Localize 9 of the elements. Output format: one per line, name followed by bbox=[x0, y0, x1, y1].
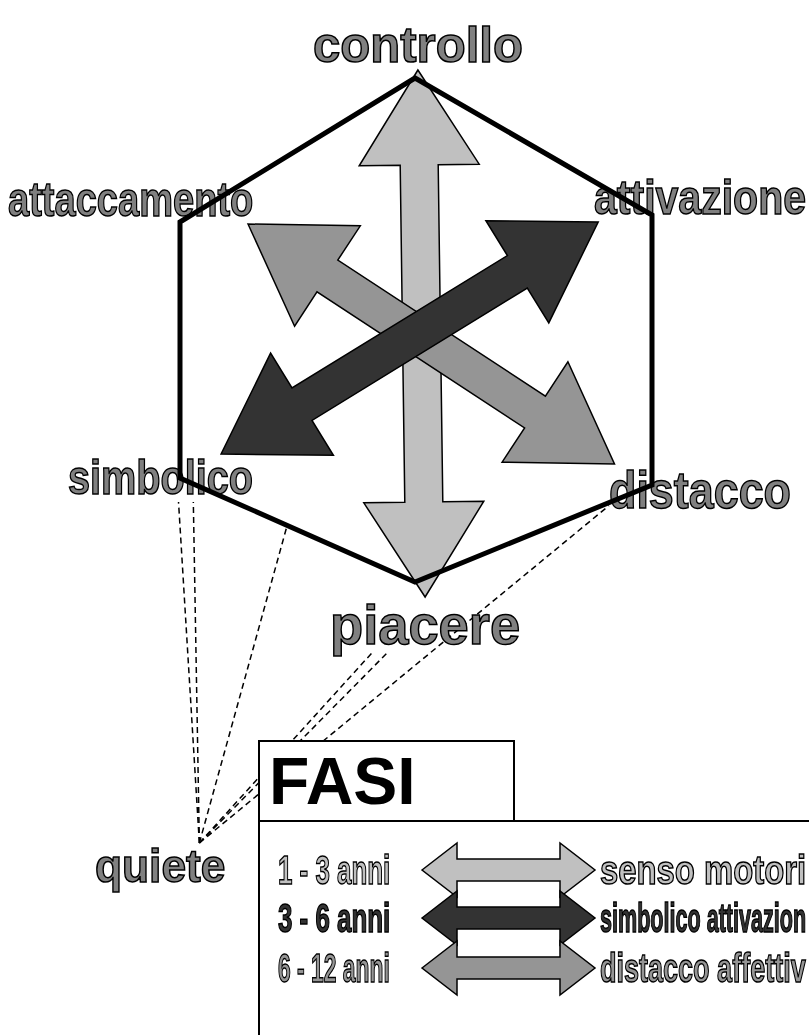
concept-label: controllo bbox=[313, 20, 523, 70]
table-title: FASI bbox=[269, 748, 416, 814]
age-range-label: 6 - 12 anni bbox=[278, 948, 390, 988]
phase-label: simbolico attivazion bbox=[600, 898, 807, 938]
dashed-leader-line bbox=[177, 501, 201, 844]
phase-label: senso motori bbox=[600, 850, 807, 890]
age-range-label: 1 - 3 anni bbox=[278, 850, 391, 890]
phase-label: distacco affettiv bbox=[600, 948, 806, 988]
age-range-label: 3 - 6 anni bbox=[278, 898, 391, 938]
